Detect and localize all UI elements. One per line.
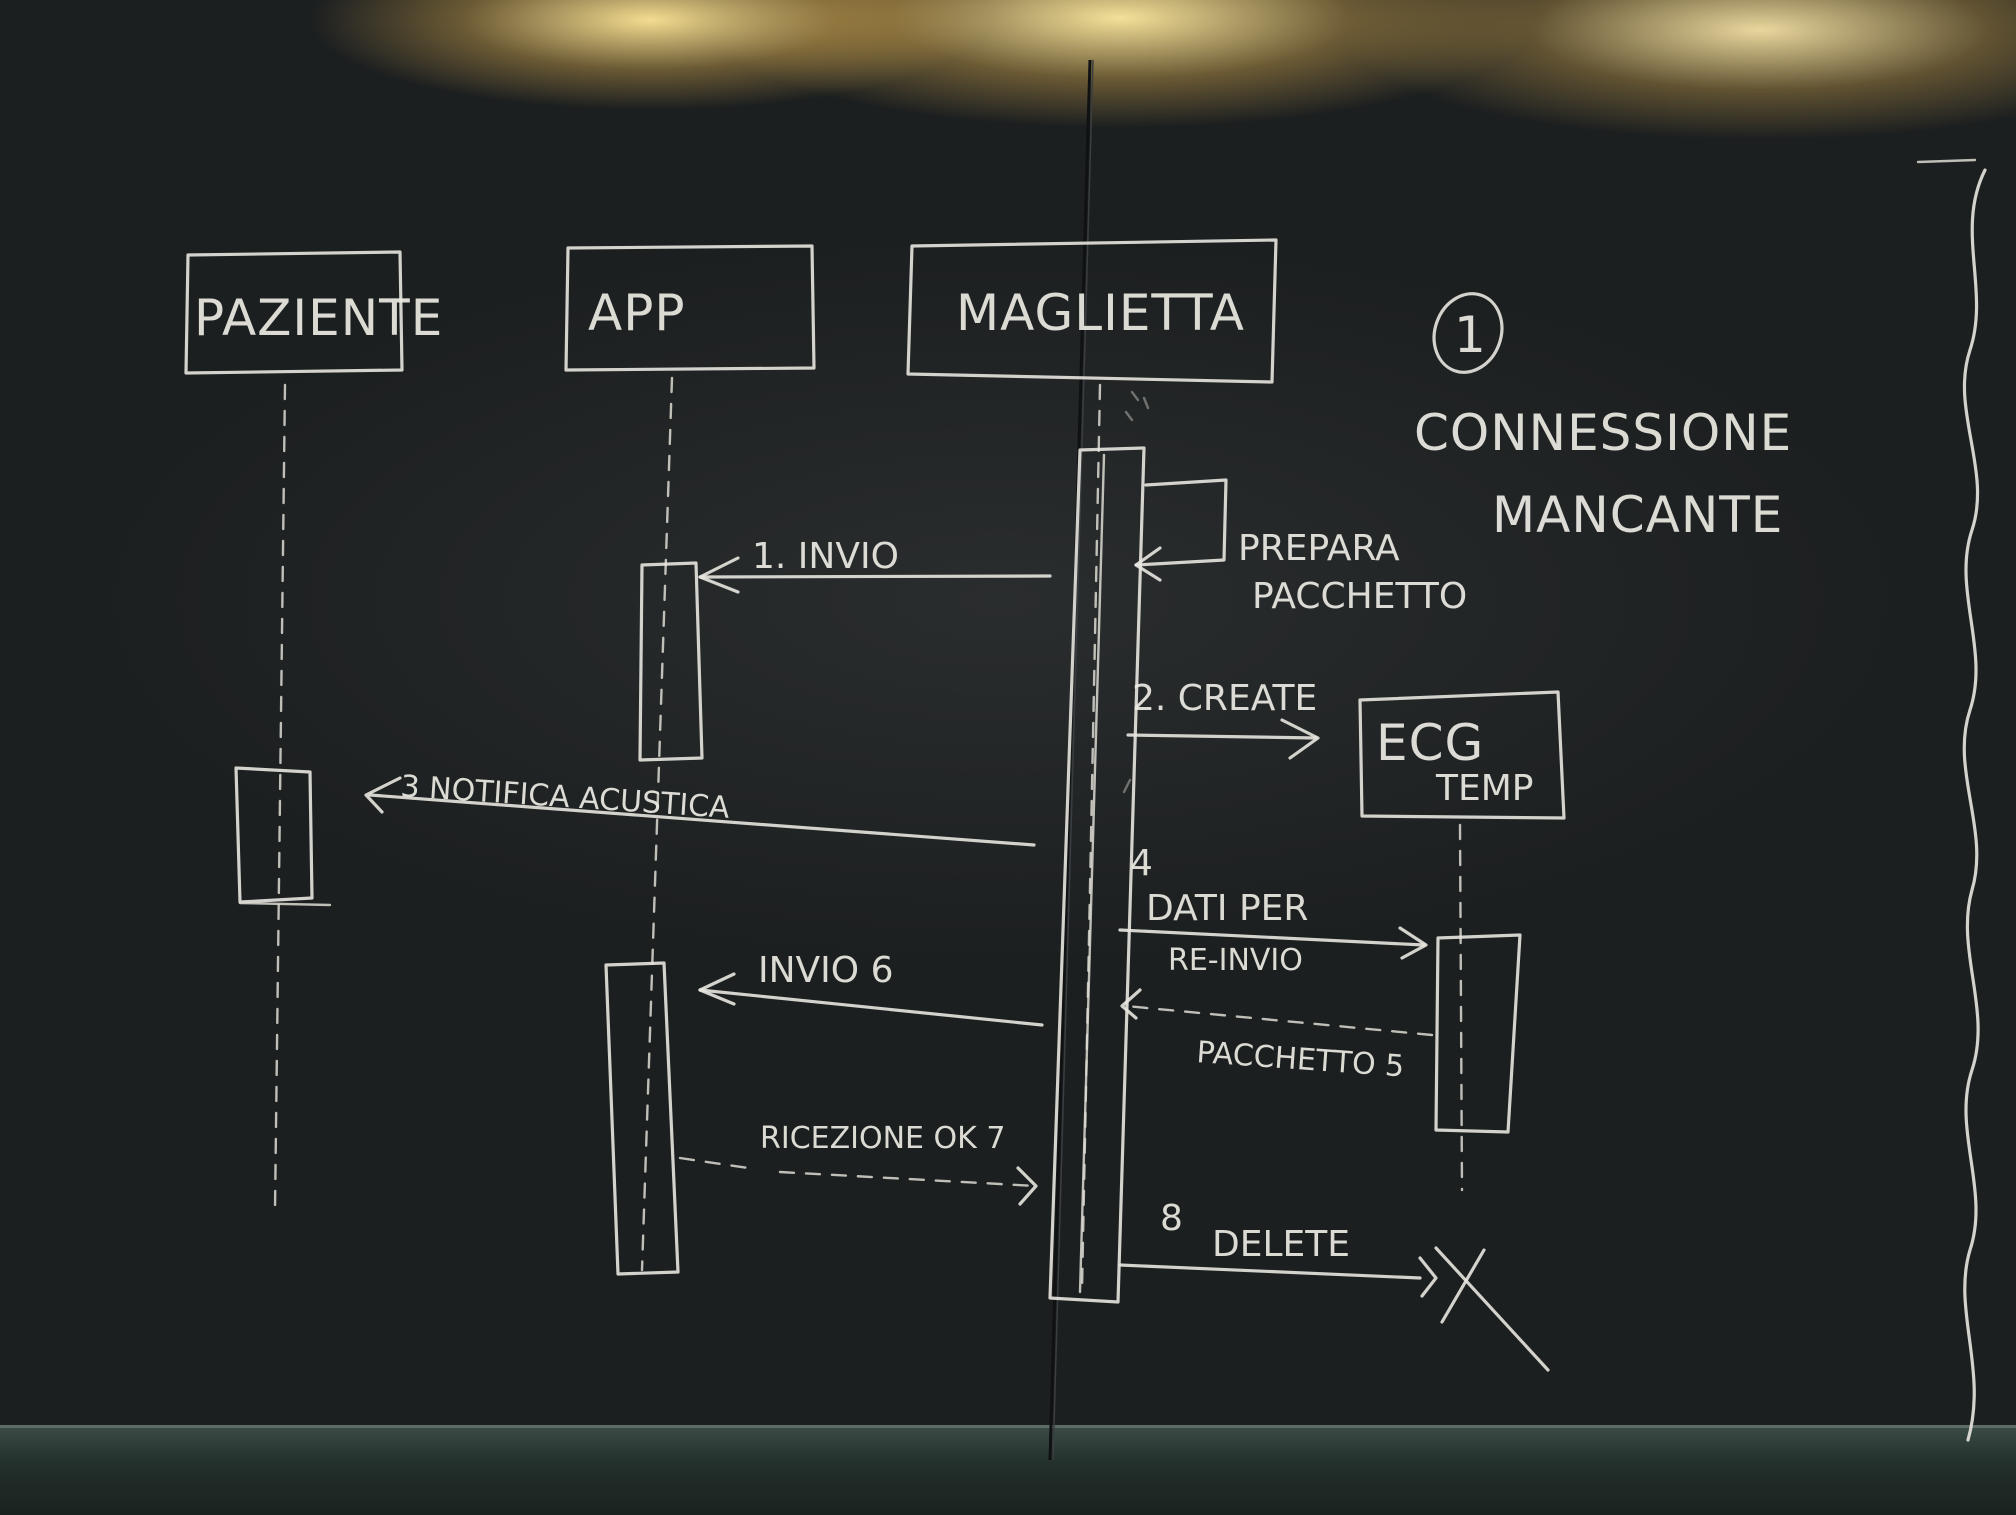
wavy-border bbox=[1962, 168, 1987, 1442]
lifeline-paziente bbox=[273, 383, 287, 1212]
message-4-dati: 4 DATI PER RE-INVIO bbox=[1118, 843, 1428, 978]
scenario-number-circle bbox=[1432, 292, 1504, 374]
message-4-line2: RE-INVIO bbox=[1168, 943, 1303, 978]
message-6-label: INVIO 6 bbox=[758, 950, 893, 991]
activation-maglietta bbox=[1048, 446, 1146, 1304]
message-8-delete: 8 DELETE bbox=[1118, 1198, 1438, 1298]
message-3-label: 3 NOTIFICA ACUSTICA bbox=[399, 769, 731, 826]
message-8-number: 8 bbox=[1160, 1198, 1183, 1239]
participant-paziente: PAZIENTE bbox=[184, 250, 443, 375]
activation-maglietta-inner bbox=[1078, 453, 1106, 1294]
message-4-number: 4 bbox=[1130, 843, 1153, 884]
activation-app-1 bbox=[638, 561, 704, 762]
chalk-smudges bbox=[1122, 390, 1150, 794]
message-2-label: 2. CREATE bbox=[1132, 678, 1317, 719]
message-1-label: 1. INVIO bbox=[752, 536, 899, 577]
scenario-title-line2: MANCANTE bbox=[1492, 486, 1783, 544]
participant-app: APP bbox=[564, 244, 816, 372]
lifeline-ecg bbox=[1458, 823, 1464, 1192]
destroy-marker bbox=[1434, 1246, 1550, 1372]
chalk-tray bbox=[0, 1425, 2016, 1515]
participant-ecg-label: ECG bbox=[1376, 714, 1484, 772]
message-self-line1: PREPARA bbox=[1238, 528, 1400, 569]
lifeline-app bbox=[640, 376, 674, 1272]
participant-temp-label: TEMP bbox=[1435, 768, 1534, 809]
activation-paziente-base bbox=[238, 901, 332, 907]
participant-paziente-label: PAZIENTE bbox=[194, 289, 443, 347]
message-8-label: DELETE bbox=[1212, 1224, 1350, 1265]
message-3-notifica: 3 NOTIFICA ACUSTICA bbox=[364, 769, 1036, 847]
activation-app-2 bbox=[604, 961, 680, 1276]
message-5-pacchetto: PACCHETTO 5 bbox=[1120, 988, 1434, 1084]
border-tick bbox=[1916, 158, 1977, 164]
message-self-prepara: PREPARA PACCHETTO bbox=[1134, 478, 1467, 617]
participant-maglietta-label: MAGLIETTA bbox=[956, 284, 1245, 342]
message-4-line1: DATI PER bbox=[1146, 888, 1308, 929]
message-5-label: PACCHETTO 5 bbox=[1195, 1035, 1405, 1084]
message-6-invio: INVIO 6 bbox=[698, 950, 1044, 1027]
message-1-invio: 1. INVIO bbox=[698, 536, 1052, 594]
message-7-label: RICEZIONE OK 7 bbox=[760, 1121, 1005, 1156]
activation-ecg bbox=[1434, 933, 1522, 1134]
scenario-number: 1 bbox=[1454, 306, 1487, 364]
message-self-line2: PACCHETTO bbox=[1252, 576, 1467, 617]
message-7-ricezione: RICEZIONE OK 7 bbox=[678, 1121, 1038, 1206]
message-2-create: 2. CREATE bbox=[1126, 678, 1320, 760]
participant-app-label: APP bbox=[588, 284, 686, 342]
activation-paziente bbox=[234, 766, 314, 904]
scenario-heading: 1 CONNESSIONE MANCANTE bbox=[1414, 292, 1792, 544]
participant-maglietta: MAGLIETTA bbox=[906, 238, 1278, 384]
board-seam-highlight bbox=[1052, 59, 1094, 1461]
participant-ecg-temp: ECG TEMP bbox=[1358, 690, 1566, 820]
scenario-title-line1: CONNESSIONE bbox=[1414, 404, 1792, 462]
